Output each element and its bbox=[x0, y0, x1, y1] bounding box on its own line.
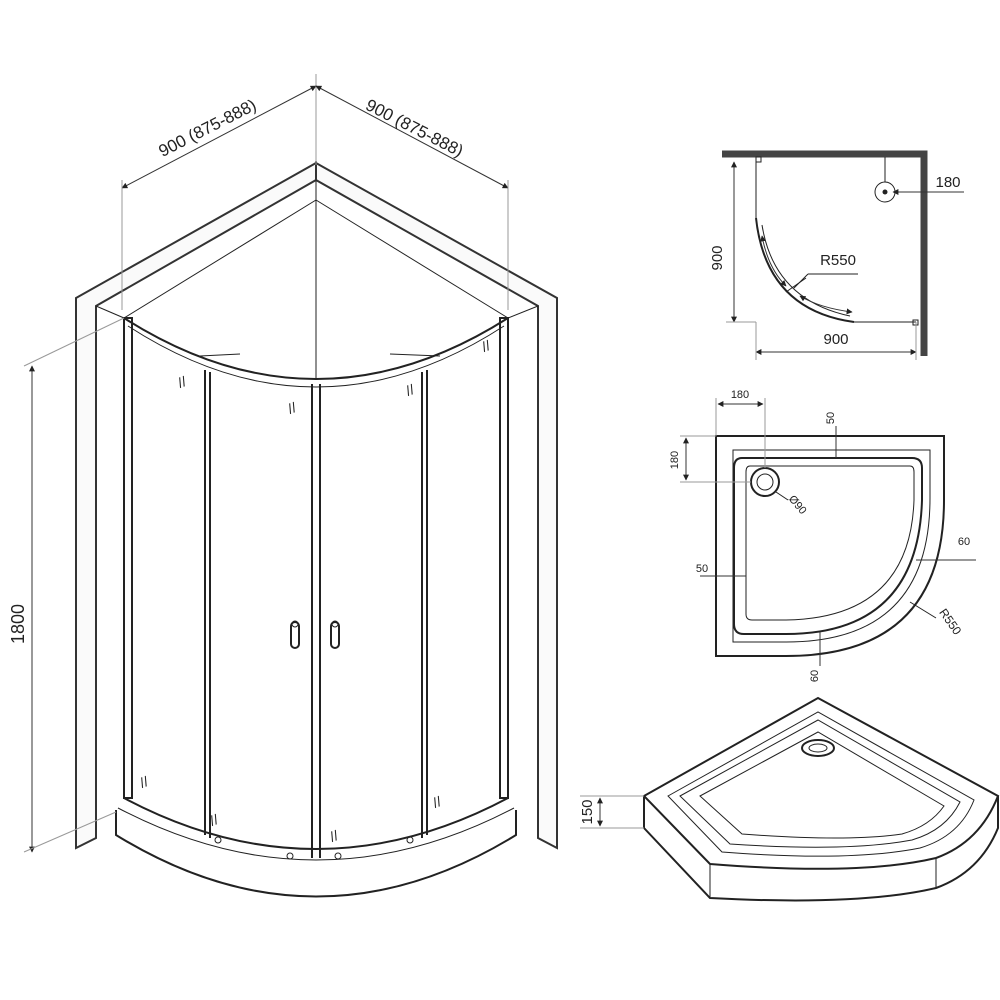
top-view bbox=[722, 150, 964, 360]
tray-plan-view bbox=[680, 398, 976, 666]
enclosure-view: // // // // // // // // bbox=[8, 74, 558, 898]
top-rail bbox=[123, 317, 509, 388]
height-label: 1800 bbox=[8, 604, 28, 644]
top-depth-label: 900 bbox=[709, 245, 726, 270]
top-width-label: 900 bbox=[823, 331, 848, 348]
svg-text://: // bbox=[286, 399, 299, 417]
tray-bottom-rim-label: 60 bbox=[809, 670, 821, 682]
glass-reflections: // // // // // // // // bbox=[138, 337, 493, 845]
svg-text://: // bbox=[404, 381, 417, 399]
top-drain-offset-label: 180 bbox=[935, 174, 960, 191]
enclosure-dimensions bbox=[23, 74, 509, 853]
tray-iso-view bbox=[580, 696, 1000, 902]
tray-right-rim-label: 60 bbox=[958, 536, 970, 548]
svg-text://: // bbox=[328, 827, 341, 845]
svg-text://: // bbox=[431, 793, 444, 811]
width-left-label: 900 (875-888) bbox=[156, 95, 260, 160]
wall-panels bbox=[75, 161, 558, 850]
door-handles bbox=[290, 620, 340, 649]
width-right-label: 900 (875-888) bbox=[363, 95, 467, 160]
top-radius-label: R550 bbox=[820, 252, 856, 269]
tray-top-rim-label: 50 bbox=[825, 412, 837, 424]
tray-drain-diameter-label: Ø90 bbox=[786, 493, 809, 517]
svg-text://: // bbox=[176, 373, 189, 391]
tray-left-rim-label: 50 bbox=[696, 563, 708, 575]
tray-drain-y-label: 180 bbox=[669, 451, 681, 469]
tray-height-label: 150 bbox=[579, 799, 596, 824]
tray-radius-label: R550 bbox=[936, 606, 964, 638]
bottom-tray bbox=[115, 797, 517, 898]
tray-drain-x-label: 180 bbox=[731, 389, 749, 401]
svg-text://: // bbox=[480, 337, 493, 355]
frame-posts bbox=[123, 317, 509, 858]
svg-text://: // bbox=[138, 773, 151, 791]
